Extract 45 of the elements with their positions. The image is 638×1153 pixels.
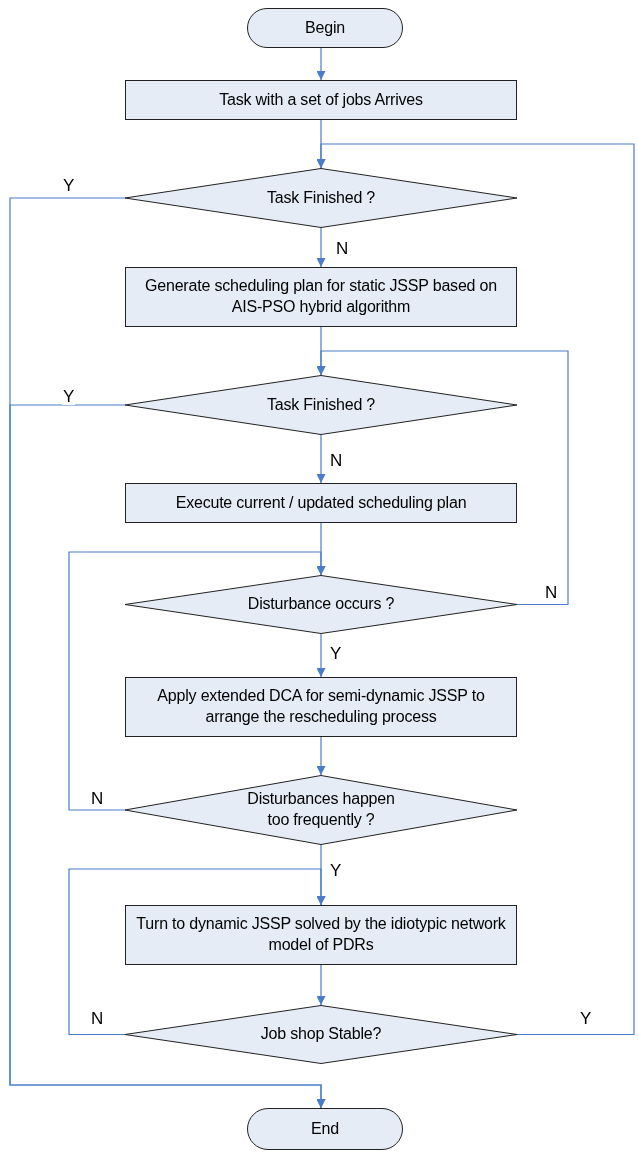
start-terminal bbox=[247, 8, 403, 48]
end-terminal bbox=[247, 1108, 403, 1150]
arrow bbox=[316, 736, 326, 776]
node-text: Begin bbox=[305, 17, 345, 38]
process-box bbox=[125, 267, 517, 327]
arrow bbox=[316, 434, 326, 484]
edge-label: Y bbox=[62, 388, 76, 405]
arrow bbox=[316, 350, 569, 606]
edge-label: N bbox=[90, 790, 105, 807]
node-text: Apply extended DCA for semi-dynamic JSSP to arrange the rescheduling process bbox=[156, 686, 486, 727]
node-text: Job shop Stable? bbox=[260, 1024, 382, 1045]
node-text: Disturbances happen too frequently ? bbox=[246, 789, 396, 830]
process-box bbox=[125, 80, 517, 120]
node-text: Turn to dynamic JSSP solved by the idiotypic network model of PDRs bbox=[135, 914, 507, 955]
node-text: Generate scheduling plan for static JSSP based on AIS-PSO hybrid algorithm bbox=[144, 276, 498, 317]
arrow bbox=[316, 227, 326, 268]
node-text: End bbox=[311, 1118, 339, 1139]
node-text: Task with a set of jobs Arrives bbox=[219, 89, 423, 110]
edge-label: N bbox=[329, 452, 344, 469]
node-text: Execute current / updated scheduling plan bbox=[175, 492, 467, 513]
decision-diamond bbox=[125, 1005, 517, 1064]
edge-label: N bbox=[335, 240, 350, 257]
decision-diamond bbox=[125, 575, 517, 634]
edge-label: N bbox=[544, 584, 559, 601]
edge-label: Y bbox=[329, 645, 343, 662]
node-text: Task Finished ? bbox=[266, 187, 376, 208]
node-text: Task Finished ? bbox=[266, 394, 376, 415]
process-box bbox=[125, 483, 517, 523]
decision-diamond bbox=[125, 168, 517, 228]
arrow bbox=[68, 868, 326, 1036]
edge-label: Y bbox=[62, 177, 76, 194]
decision-diamond bbox=[125, 375, 517, 435]
edge-label: N bbox=[90, 1010, 105, 1027]
edge-label: Y bbox=[579, 1010, 593, 1027]
node-text: Disturbance occurs ? bbox=[247, 594, 395, 615]
process-box bbox=[125, 677, 517, 737]
arrow bbox=[316, 964, 326, 1006]
decision-diamond bbox=[125, 775, 517, 845]
arrow bbox=[316, 47, 326, 81]
arrow bbox=[9, 404, 326, 1109]
process-box bbox=[125, 905, 517, 965]
arrow bbox=[316, 633, 326, 678]
edge-label: Y bbox=[329, 862, 343, 879]
arrow bbox=[68, 551, 326, 811]
arrow bbox=[316, 143, 635, 1036]
